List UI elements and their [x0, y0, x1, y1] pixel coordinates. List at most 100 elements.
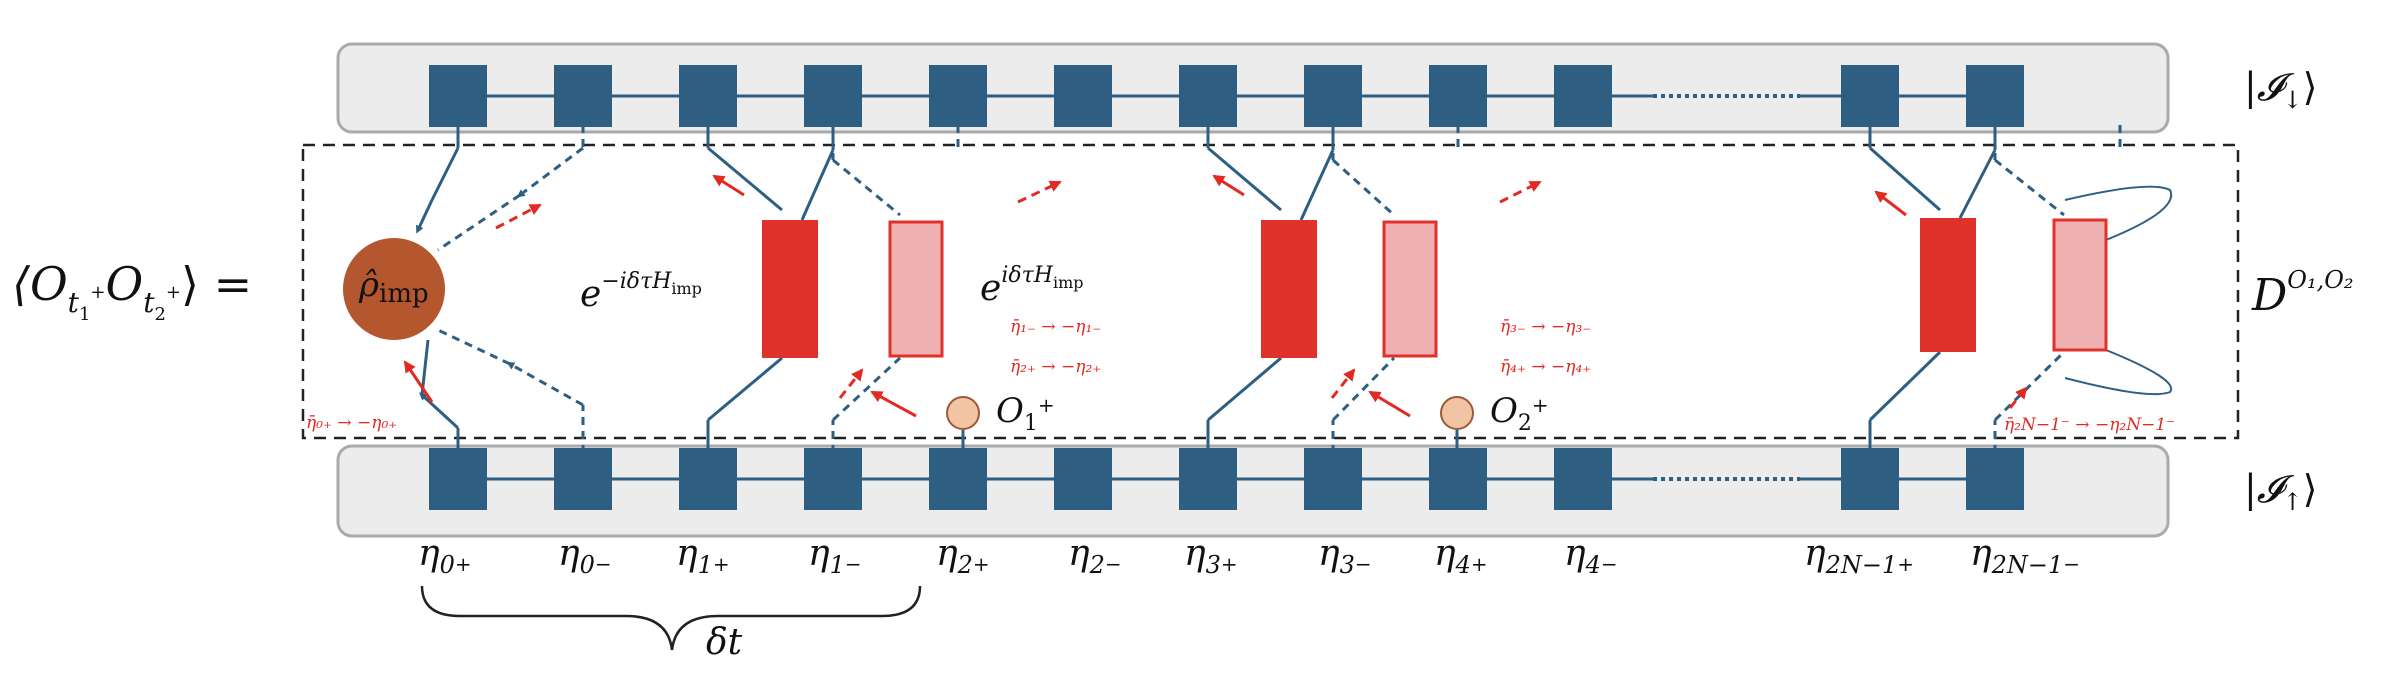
mps-tensor-bottom: [429, 448, 487, 510]
leg: [831, 356, 902, 422]
leg: [1299, 149, 1335, 221]
leg: [1331, 158, 1396, 217]
sign-flip-arrow: [1368, 390, 1411, 418]
correlator-lhs: ⟨Ot1+Ot2+⟩ =: [12, 257, 252, 325]
eta-label: η4+: [1434, 533, 1488, 579]
leg: [1331, 356, 1396, 422]
mps-tensor-top: [1304, 65, 1362, 127]
mps-tensor-top: [1429, 65, 1487, 127]
leg: [419, 392, 460, 430]
delta-t-label: δt: [706, 622, 743, 663]
mps-tensor-top: [1841, 65, 1899, 127]
mps-tensors: [429, 65, 2024, 510]
sign-flip-arrow: [712, 174, 745, 197]
rho-label: ρ̂imp: [358, 265, 429, 309]
leg: [416, 199, 434, 234]
mps-tensor-bottom: [929, 448, 987, 510]
backward-gate: [2052, 218, 2108, 352]
mps-tensor-bottom: [1966, 448, 2024, 510]
eta-label: η1−: [808, 533, 862, 579]
bottom-state-label: |𝓘↑⟩: [2244, 467, 2317, 516]
eta-label: η3+: [1184, 533, 1238, 579]
time-evolution-gates: [762, 218, 2108, 358]
substitution-first: η̄₀₊ → −η₀₊: [306, 413, 397, 433]
rho-impurity-circle: [343, 238, 445, 340]
trace-loop-bottom: [2064, 349, 2173, 396]
mps-tensor-top: [804, 65, 862, 127]
grassmann-labels: η0+η0−η1+η1−η2+η2−η3+η3−η4+η4−η2N−1+η2N−…: [418, 533, 2080, 579]
leg: [800, 149, 835, 221]
mps-tensor-bottom: [1429, 448, 1487, 510]
delta-t-brace: [420, 585, 922, 651]
leg: [832, 158, 901, 217]
sign-flip-arrow: [1499, 180, 1542, 204]
d-label: DO₁,O₂: [2251, 266, 2354, 321]
substitution-third-b: η̄₄₊ → −η₄₊: [1500, 357, 1591, 377]
eta-label: η1+: [676, 533, 730, 579]
mps-tensor-top: [429, 65, 487, 127]
mps-tensor-top: [929, 65, 987, 127]
forward-gate: [762, 220, 818, 358]
gate-backward-label: eiδτHimp: [980, 263, 1083, 309]
mps-tensor-bottom: [1304, 448, 1362, 510]
leg: [516, 146, 584, 198]
leg: [1869, 146, 1941, 212]
mps-tensor-bottom: [1841, 448, 1899, 510]
leg: [1994, 158, 2065, 217]
leg: [707, 146, 783, 212]
forward-gate: [1261, 220, 1317, 358]
eta-label: η2N−1+: [1804, 533, 1914, 579]
forward-gate: [1920, 218, 1976, 352]
eta-label: η2+: [936, 533, 990, 579]
leg: [506, 362, 584, 407]
eta-label: η0−: [558, 533, 612, 579]
mps-tensor-bottom: [679, 448, 737, 510]
sign-flip-arrow: [870, 390, 917, 418]
operator-o2-circle: [1440, 396, 1474, 430]
mps-tensor-top: [1054, 65, 1112, 127]
leg: [1993, 350, 2066, 422]
leg: [707, 356, 783, 422]
operator-o2-label: O2+: [1490, 391, 1549, 436]
bottom-state-panel: [336, 444, 2170, 538]
top-state-panel: [336, 42, 2170, 134]
substitution-last: η̄₂N−1⁻ → −η₂N−1⁻: [2004, 415, 2175, 435]
backward-gate: [1382, 220, 1438, 358]
operator-o1-label: O1+: [996, 391, 1055, 436]
leg: [1207, 356, 1282, 422]
sign-flip-arrow: [838, 368, 864, 399]
mps-tensor-top: [1554, 65, 1612, 127]
mps-tensor-bottom: [1179, 448, 1237, 510]
mps-tensor-top: [1179, 65, 1237, 127]
sign-flip-arrow: [1212, 174, 1245, 197]
top-state-label: |𝓘↓⟩: [2244, 65, 2317, 114]
sign-flip-arrow: [2008, 386, 2028, 409]
substitution-third-a: η̄₃₋ → −η₃₋: [1500, 317, 1591, 337]
operator-o1-circle: [946, 396, 980, 430]
sign-flip-arrow: [1330, 368, 1356, 399]
sign-flip-arrow: [1017, 180, 1062, 204]
leg: [437, 193, 521, 252]
leg: [1958, 149, 1997, 219]
leg: [420, 339, 430, 396]
sign-flip-arrow: [403, 360, 434, 403]
sign-flip-arrows: [403, 174, 2028, 418]
influence-functional-frame: [301, 143, 2240, 440]
eta-label: η3−: [1318, 533, 1372, 579]
eta-label: η0+: [418, 533, 472, 579]
backward-gate: [888, 220, 944, 358]
sign-flip-arrow: [1874, 190, 1907, 217]
mps-tensor-top: [1966, 65, 2024, 127]
substitution-second-b: η̄₂₊ → −η₂₊: [1010, 357, 1101, 377]
trace-loop-top: [2064, 185, 2173, 241]
eta-label: η4−: [1564, 533, 1618, 579]
mps-tensor-top: [554, 65, 612, 127]
mps-tensor-bottom: [804, 448, 862, 510]
eta-label: η2N−1−: [1970, 533, 2080, 579]
leg: [1207, 146, 1282, 212]
sign-flip-arrow: [495, 203, 542, 230]
mps-tensor-bottom: [1554, 448, 1612, 510]
leg: [437, 328, 511, 366]
mps-tensor-bottom: [1054, 448, 1112, 510]
